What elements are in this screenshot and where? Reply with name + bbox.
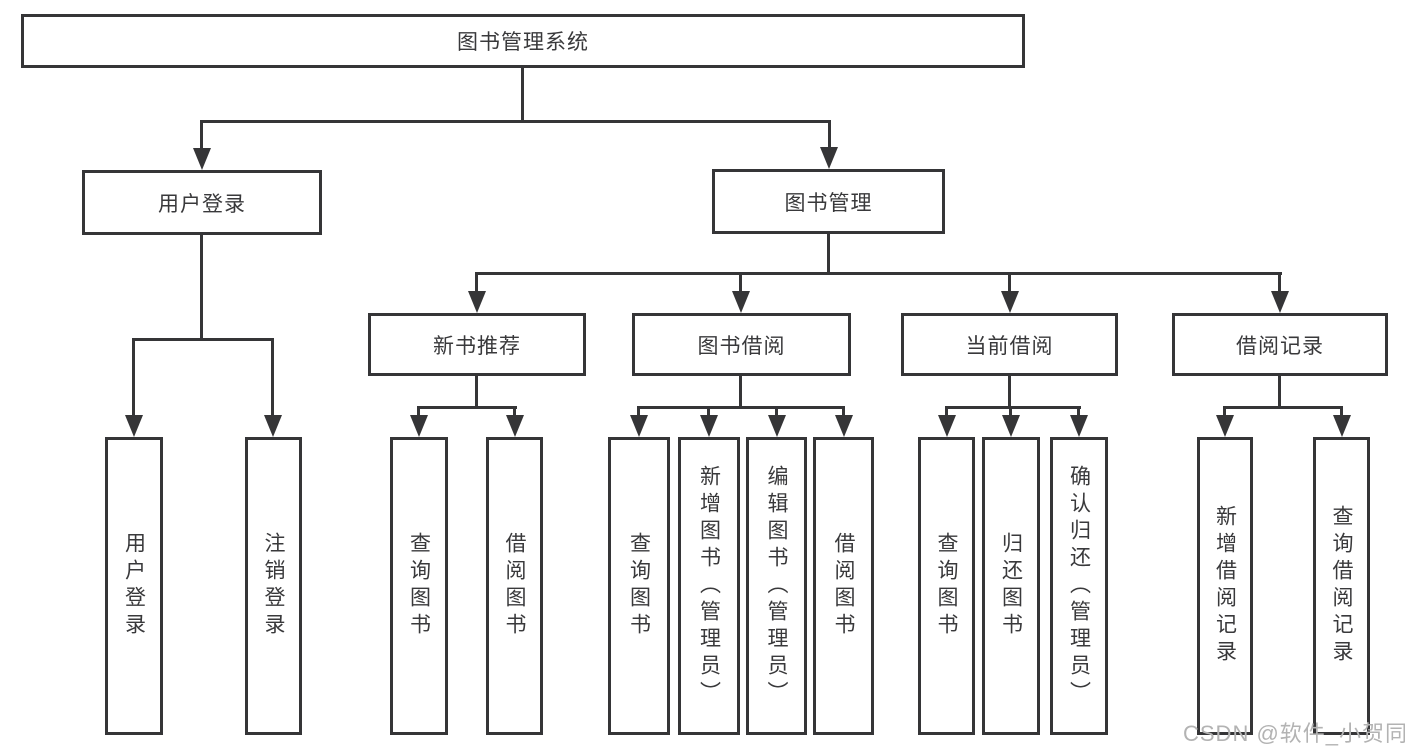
connector-line <box>200 120 831 123</box>
node-borrow-records: 借阅记录 <box>1172 313 1388 376</box>
connector-line <box>945 406 948 418</box>
arrowhead-icon <box>938 415 956 437</box>
arrowhead-icon <box>630 415 648 437</box>
arrowhead-icon <box>1070 415 1088 437</box>
connector-line <box>707 406 710 418</box>
leaf-borrow-books-2: 借阅图书 <box>813 437 874 735</box>
node-current-borrow: 当前借阅 <box>901 313 1118 376</box>
connector-line <box>417 406 517 409</box>
leaf-edit-book-admin: 编辑图书（管理员） <box>746 437 807 735</box>
arrowhead-icon <box>732 291 750 313</box>
arrowhead-icon <box>820 147 838 169</box>
connector-line <box>1278 272 1281 294</box>
arrowhead-icon <box>264 415 282 437</box>
leaf-query-books-3: 查询图书 <box>918 437 975 735</box>
connector-line <box>828 120 831 150</box>
connector-line <box>739 374 742 408</box>
connector-line <box>637 406 640 418</box>
leaf-query-books-1: 查询图书 <box>390 437 448 735</box>
leaf-logout: 注销登录 <box>245 437 302 735</box>
connector-line <box>1077 406 1080 418</box>
leaf-borrow-books-1: 借阅图书 <box>486 437 543 735</box>
connector-line <box>739 272 742 294</box>
arrowhead-icon <box>1001 291 1019 313</box>
arrowhead-icon <box>193 148 211 170</box>
connector-line <box>1008 272 1011 294</box>
leaf-return-book: 归还图书 <box>982 437 1040 735</box>
arrowhead-icon <box>506 415 524 437</box>
leaf-query-books-2: 查询图书 <box>608 437 670 735</box>
connector-line <box>476 272 1282 275</box>
leaf-add-book-admin: 新增图书（管理员） <box>678 437 740 735</box>
arrowhead-icon <box>410 415 428 437</box>
arrowhead-icon <box>1002 415 1020 437</box>
connector-line <box>132 338 135 418</box>
node-book-borrow: 图书借阅 <box>632 313 851 376</box>
connector-line <box>1009 406 1012 418</box>
connector-line <box>132 338 274 341</box>
connector-line <box>827 233 830 274</box>
node-user-login-group: 用户登录 <box>82 170 322 235</box>
connector-line <box>1340 406 1343 418</box>
connector-line <box>200 120 203 150</box>
connector-line <box>521 66 524 122</box>
leaf-confirm-return-admin: 确认归还（管理员） <box>1050 437 1108 735</box>
connector-line <box>637 406 845 409</box>
watermark-text: CSDN @软件_小贺同学 <box>1183 721 1405 746</box>
connector-line <box>475 272 478 294</box>
arrowhead-icon <box>700 415 718 437</box>
arrowhead-icon <box>768 415 786 437</box>
node-book-management: 图书管理 <box>712 169 945 234</box>
connector-line <box>1223 406 1226 418</box>
arrowhead-icon <box>1333 415 1351 437</box>
connector-line <box>1008 374 1011 408</box>
connector-line <box>417 406 420 418</box>
node-root: 图书管理系统 <box>21 14 1025 68</box>
arrowhead-icon <box>468 291 486 313</box>
connector-line <box>271 338 274 418</box>
arrowhead-icon <box>835 415 853 437</box>
leaf-user-login: 用户登录 <box>105 437 163 735</box>
node-new-book-recommend: 新书推荐 <box>368 313 586 376</box>
connector-line <box>513 406 516 418</box>
connector-line <box>945 406 1081 409</box>
arrowhead-icon <box>1216 415 1234 437</box>
arrowhead-icon <box>1271 291 1289 313</box>
connector-line <box>775 406 778 418</box>
leaf-query-borrow-record: 查询借阅记录 <box>1313 437 1370 735</box>
leaf-add-borrow-record: 新增借阅记录 <box>1197 437 1253 735</box>
connector-line <box>842 406 845 418</box>
arrowhead-icon <box>125 415 143 437</box>
connector-line <box>1223 406 1343 409</box>
connector-line <box>1278 374 1281 408</box>
connector-line <box>475 374 478 408</box>
connector-line <box>200 234 203 340</box>
